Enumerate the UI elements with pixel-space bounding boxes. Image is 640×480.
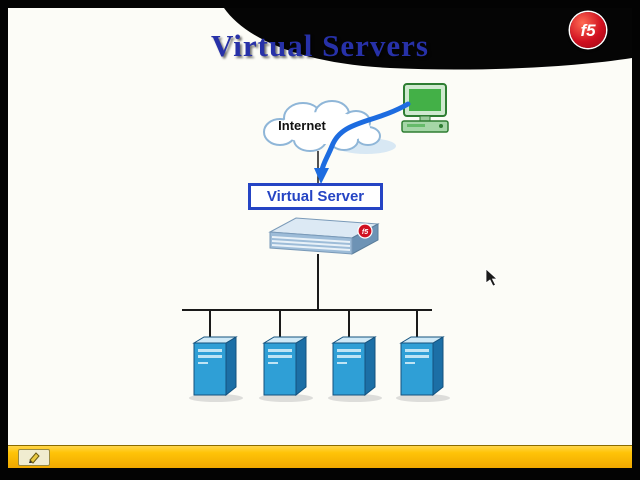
bottom-toolbar [8,445,632,468]
f5-logo-text: f5 [580,20,596,40]
diagram-canvas: f5 [182,83,450,402]
internet-cloud-icon [263,100,396,154]
server-tower [328,336,382,402]
traffic-arrow-icon [314,101,411,184]
virtual-server-label: Virtual Server [266,188,365,205]
client-computer-icon [401,83,449,133]
presentation-slide: Virtual Servers f5 [8,8,632,468]
f5-logo-icon: f5 [570,12,606,48]
pen-tool-button[interactable] [18,449,50,466]
connector-lines [182,151,432,340]
annotation-pen-icon [29,452,40,464]
appliance-f5-text: f5 [362,229,368,236]
appliance-f5-ball-icon [357,223,373,239]
server-tower [189,336,243,402]
server-tower [259,336,313,402]
mouse-cursor-icon [485,268,499,287]
bigip-appliance-icon: f5 [268,217,380,255]
internet-label: Internet [278,118,326,133]
server-tower [396,336,450,402]
virtual-server-box: Virtual Server [248,183,383,210]
server-pool [189,336,450,402]
slide-title: Virtual Servers [211,28,429,63]
